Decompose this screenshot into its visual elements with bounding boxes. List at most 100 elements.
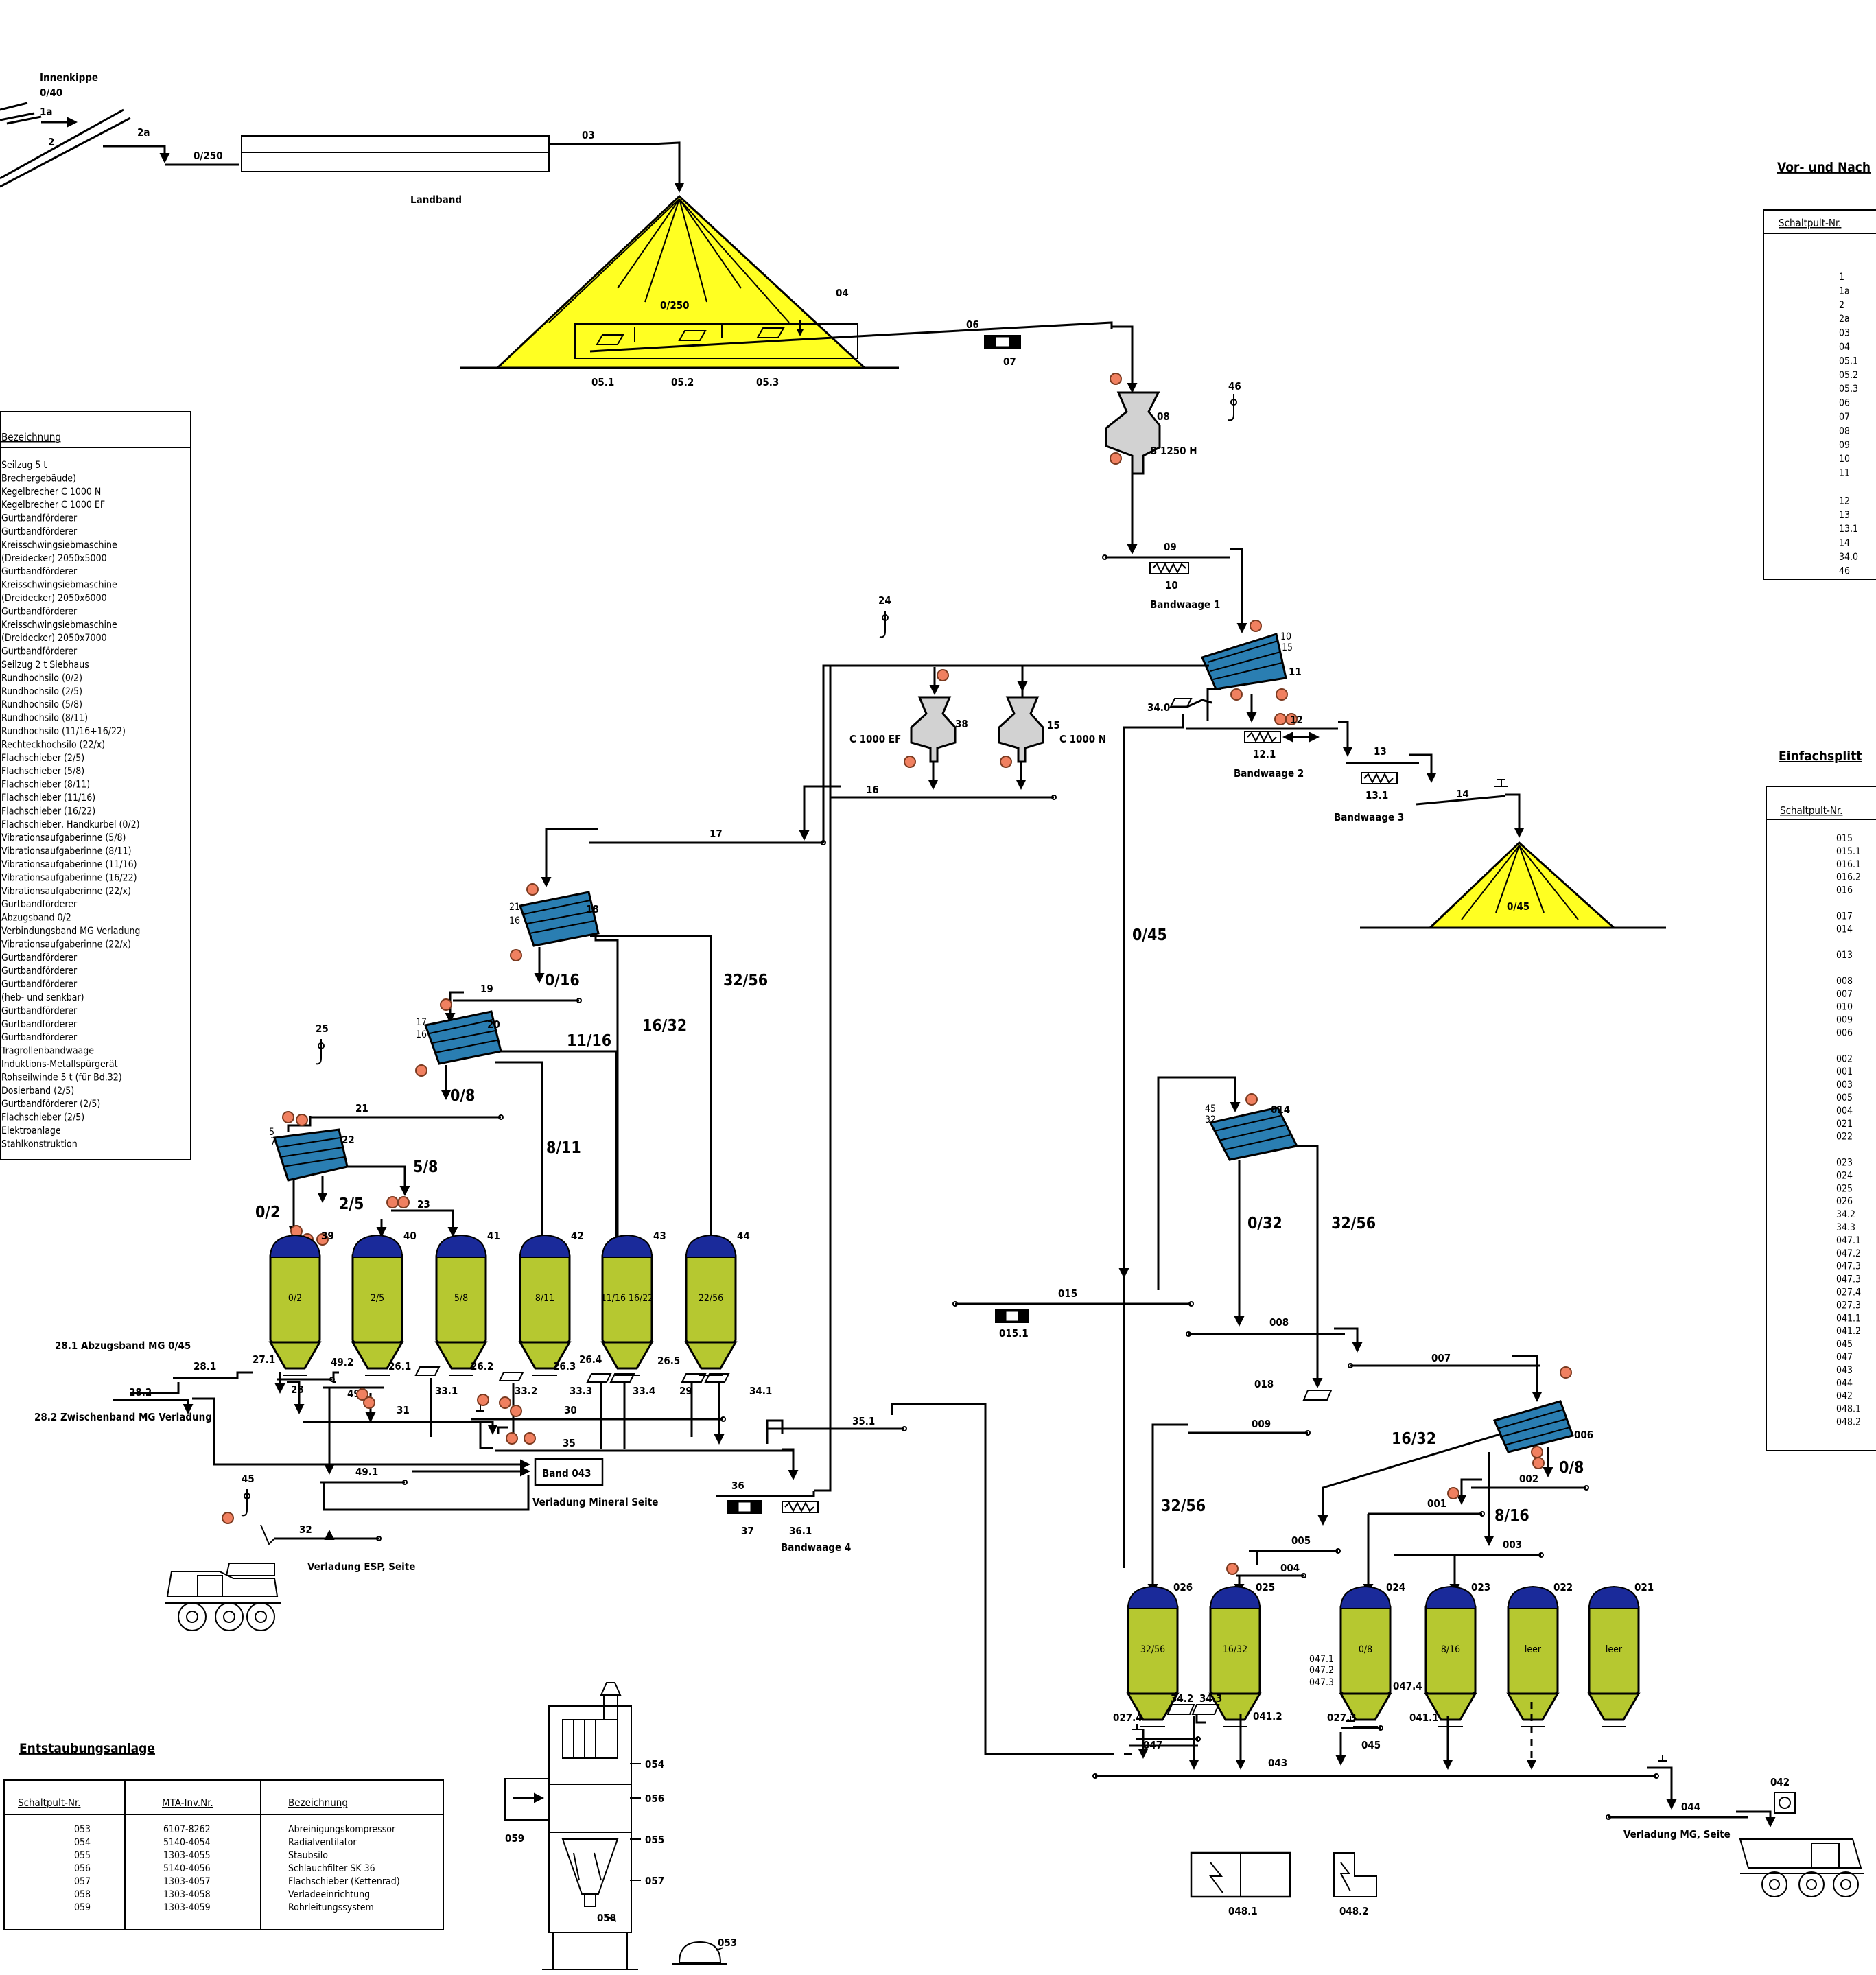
legend-main-row: Gurtbandförderer bbox=[1, 566, 78, 577]
belt-scale-13-1-label: 13.1 bbox=[1365, 789, 1388, 802]
legend-main-row: Flachschieber (11/16) bbox=[1, 793, 95, 804]
legend-main-row: Gurtbandförderer bbox=[1, 1032, 78, 1043]
chute-027-3-label: 027.3 bbox=[1327, 1711, 1357, 1724]
legend-einfach-header: Schaltpult-Nr. bbox=[1780, 804, 1842, 817]
legend-main-row: (Dreidecker) 2050x5000 bbox=[1, 553, 107, 564]
belt-28-1-description: 28.1 Abzugsband MG 0/45 bbox=[55, 1340, 191, 1352]
feed-section: Innenkippe 0/40 1a 2 2a 0/250 03 Landban… bbox=[0, 71, 685, 206]
legend-main-row: Gurtbandförderer bbox=[1, 966, 78, 977]
belt-004-label: 004 bbox=[1280, 1562, 1300, 1574]
legend-vor-row: 08 bbox=[1839, 425, 1850, 436]
skimmer-047-icon bbox=[1132, 1724, 1142, 1730]
legend-einfach-row: 016.2 bbox=[1836, 872, 1861, 883]
device-047-4-label: 047.4 bbox=[1393, 1680, 1422, 1692]
legend-dust-inv: 5140-4056 bbox=[163, 1863, 211, 1874]
stockpile1-size-label: 0/250 bbox=[660, 299, 690, 312]
band-043-box bbox=[534, 1458, 604, 1486]
silo-fill-label: 8/11 bbox=[535, 1293, 554, 1304]
legend-einfach-row: 004 bbox=[1836, 1106, 1853, 1117]
silo-right-fill-label: leer bbox=[1606, 1644, 1623, 1655]
right-plant: 0/45 015 015.1 014 45 32 0/32 32/56 008 … bbox=[952, 729, 1593, 1594]
legend-main-row: (heb- und senkbar) bbox=[1, 992, 84, 1003]
belt-23-label: 23 bbox=[417, 1198, 430, 1211]
legend-main-row: Rundhochsilo (2/5) bbox=[1, 686, 82, 697]
legend-dust-desc: Radialventilator bbox=[288, 1837, 357, 1848]
legend-dust-title: Entstaubungsanlage bbox=[19, 1741, 155, 1756]
feeder-34-2-label: 34.2 bbox=[1171, 1692, 1193, 1705]
feeder-05-3-label: 05.3 bbox=[756, 376, 779, 388]
legend-vor-row: 10 bbox=[1839, 454, 1850, 465]
legend-main-row: Flachschieber (5/8) bbox=[1, 766, 84, 777]
legend-main-row: Rohseilwinde 5 t (für Bd.32) bbox=[1, 1072, 122, 1083]
legend-einfach-row: 014 bbox=[1836, 924, 1853, 935]
screen-18-in-b: 16 bbox=[509, 915, 520, 926]
belt-009-label: 009 bbox=[1252, 1418, 1271, 1430]
landband-label: Landband bbox=[410, 194, 462, 206]
feeder-33-2-label: 33.2 bbox=[515, 1385, 537, 1397]
crushers-38-15: 24 38 C 1000 EF 15 C 1000 N 16 17 bbox=[541, 594, 1106, 887]
belt-scale-4-name: Bandwaage 4 bbox=[781, 1541, 851, 1554]
silo-39: 0/239 bbox=[269, 1230, 334, 1377]
legend-einfach-row: 005 bbox=[1836, 1092, 1853, 1103]
belt-17-label: 17 bbox=[710, 828, 723, 840]
feeder-33-3-label: 33.3 bbox=[570, 1385, 592, 1397]
silo-right-code-label: 026 bbox=[1173, 1581, 1193, 1593]
feeder-29 bbox=[681, 1373, 707, 1383]
size-0-250-label: 0/250 bbox=[194, 150, 223, 162]
silo-40: 2/540 bbox=[351, 1230, 417, 1377]
silo-code-label: 42 bbox=[571, 1230, 584, 1242]
belt-scale-3-name: Bandwaage 3 bbox=[1334, 811, 1404, 823]
belt-21-label: 21 bbox=[355, 1102, 368, 1114]
legend-main-row: Tragrollenbandwaage bbox=[1, 1046, 94, 1057]
legend-dust-col2: MTA-Inv.Nr. bbox=[162, 1797, 213, 1809]
legend-einfach-row: 008 bbox=[1836, 976, 1853, 987]
metal-detector-07-label: 07 bbox=[1003, 355, 1016, 368]
feeder-05-2 bbox=[678, 330, 707, 341]
belt-scale-36-1-label: 36.1 bbox=[789, 1525, 812, 1537]
screen-22-out-0-2: 0/2 bbox=[255, 1204, 280, 1222]
legend-vor-table: Vor- und Nach Schaltpult-Nr. 11a22a03040… bbox=[1763, 160, 1876, 580]
silo-right-code-label: 022 bbox=[1553, 1581, 1573, 1593]
screen-20: 19 20 17 16 0/8 11/16 8/11 25 bbox=[315, 983, 622, 1248]
legend-main-row: Vibrationsaufgaberinne (8/11) bbox=[1, 846, 132, 857]
legend-einfach-title: Einfachsplitt bbox=[1779, 749, 1862, 764]
dump-truck-right-icon bbox=[1739, 1838, 1864, 1897]
chute-26-4-label: 26.4 bbox=[579, 1353, 602, 1366]
stockpile-tunnel bbox=[574, 323, 858, 359]
silo-right-code-label: 025 bbox=[1256, 1581, 1275, 1593]
legend-vor-row: 1a bbox=[1839, 285, 1850, 296]
legend-main-row: Vibrationsaufgaberinne (22/x) bbox=[1, 886, 131, 897]
right-bottom-section: 027.4 34.2 34.3 041.2 047 027.3 041.1 04… bbox=[1092, 1654, 1864, 1917]
legend-main-row: Vibrationsaufgaberinne (5/8) bbox=[1, 832, 126, 843]
legend-vor-row: 46 bbox=[1839, 565, 1850, 576]
legend-main-row: Flachschieber (2/5) bbox=[1, 1112, 84, 1123]
crusher-38-label: 38 bbox=[955, 718, 968, 730]
legend-einfach-row: 048.1 bbox=[1836, 1404, 1861, 1415]
silo-fill-label: 2/5 bbox=[371, 1293, 384, 1304]
metal-detector-015-1-label: 015.1 bbox=[999, 1327, 1029, 1340]
belt-36-label: 36 bbox=[731, 1480, 744, 1492]
silo-code-label: 41 bbox=[487, 1230, 500, 1242]
legend-main-row: Kegelbrecher C 1000 EF bbox=[1, 500, 105, 511]
legend-vor-row: 34.0 bbox=[1839, 552, 1858, 563]
legend-vor-row: 2 bbox=[1839, 300, 1844, 311]
legend-einfach-row: 015.1 bbox=[1836, 846, 1861, 857]
legend-main-row: Flachschieber (2/5) bbox=[1, 753, 84, 764]
belt-16-label: 16 bbox=[866, 784, 879, 796]
compressor-053-icon bbox=[678, 1941, 722, 1963]
belt-scale-12-1-label: 12.1 bbox=[1253, 748, 1276, 760]
legend-einfach-row: 027.3 bbox=[1836, 1300, 1861, 1311]
legend-dust-desc: Abreinigungskompressor bbox=[288, 1824, 396, 1835]
lightning-048-2-icon bbox=[1339, 1862, 1351, 1892]
belt-007-label: 007 bbox=[1431, 1352, 1451, 1364]
stockpile-04-label: 04 bbox=[836, 287, 849, 299]
belt-045-label: 045 bbox=[1361, 1739, 1381, 1751]
feeder-05-1 bbox=[596, 334, 624, 345]
